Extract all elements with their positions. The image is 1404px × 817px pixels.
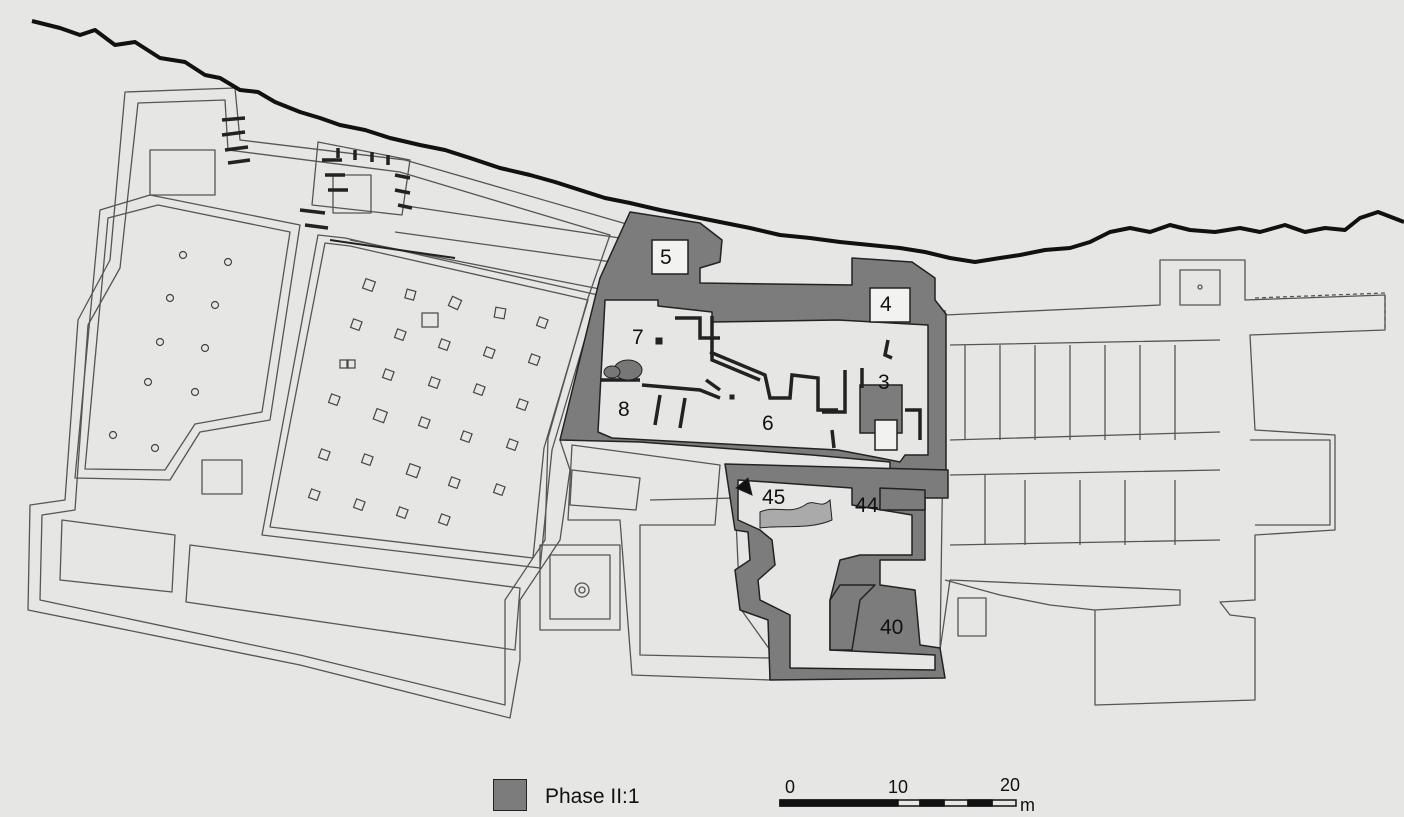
legend-label: Phase II:1	[545, 785, 640, 808]
room-label-4: 4	[880, 293, 892, 316]
shrine-west	[539, 544, 621, 631]
tower-5	[651, 239, 689, 275]
phase-ii1-walls	[559, 211, 949, 681]
west-hall-inner	[84, 204, 291, 471]
scale-bar	[779, 799, 1017, 807]
north-square	[332, 174, 372, 214]
east-tower	[1179, 269, 1221, 306]
phase-ii1-internal-walls	[600, 316, 922, 449]
phase-ii1-inner-wall	[829, 584, 876, 651]
shrine-altar	[574, 582, 590, 598]
river-bank	[31, 19, 1404, 264]
phase-ii1-main-block	[559, 211, 947, 471]
phase-ii1-annex	[879, 487, 926, 511]
mid-east-court	[649, 497, 771, 651]
hypostyle-hall	[261, 234, 599, 569]
scale-unit: m	[1020, 795, 1035, 815]
east-complex	[939, 259, 1386, 706]
west-enclosure-wall	[27, 87, 631, 719]
room-label-44: 44	[855, 494, 879, 517]
room-label-7: 7	[632, 326, 644, 349]
west-hall-columns	[108, 250, 233, 453]
south-square	[201, 459, 243, 495]
tower-4	[869, 287, 911, 323]
north-tower-mid	[311, 141, 411, 216]
south-room-1	[59, 519, 176, 593]
rubble	[603, 337, 833, 529]
hypostyle-hall-inner	[269, 242, 589, 559]
legend-swatch	[493, 779, 527, 811]
shrine-west-inner	[549, 554, 611, 620]
east-annex	[1250, 439, 1331, 526]
scale-tick-10: 10	[888, 777, 909, 797]
room-label-3: 3	[878, 371, 890, 394]
mid-room	[569, 469, 641, 511]
scale-tick-0: 0	[785, 777, 796, 797]
west-enclosure-inner	[39, 99, 611, 706]
hypostyle-columns	[307, 277, 549, 527]
east-hall-rows	[949, 339, 1221, 546]
room-label-45: 45	[762, 486, 786, 509]
north-tower-west	[149, 149, 216, 196]
west-hall	[74, 194, 301, 481]
room-label-8: 8	[618, 398, 630, 421]
scale-tick-20: 20	[1000, 775, 1021, 795]
east-court	[944, 579, 1096, 611]
room-label-40: 40	[880, 616, 904, 639]
room-label-6: 6	[762, 412, 774, 435]
room-label-5: 5	[660, 246, 672, 269]
wall-ticks	[221, 116, 456, 259]
south-room-2	[185, 544, 521, 651]
